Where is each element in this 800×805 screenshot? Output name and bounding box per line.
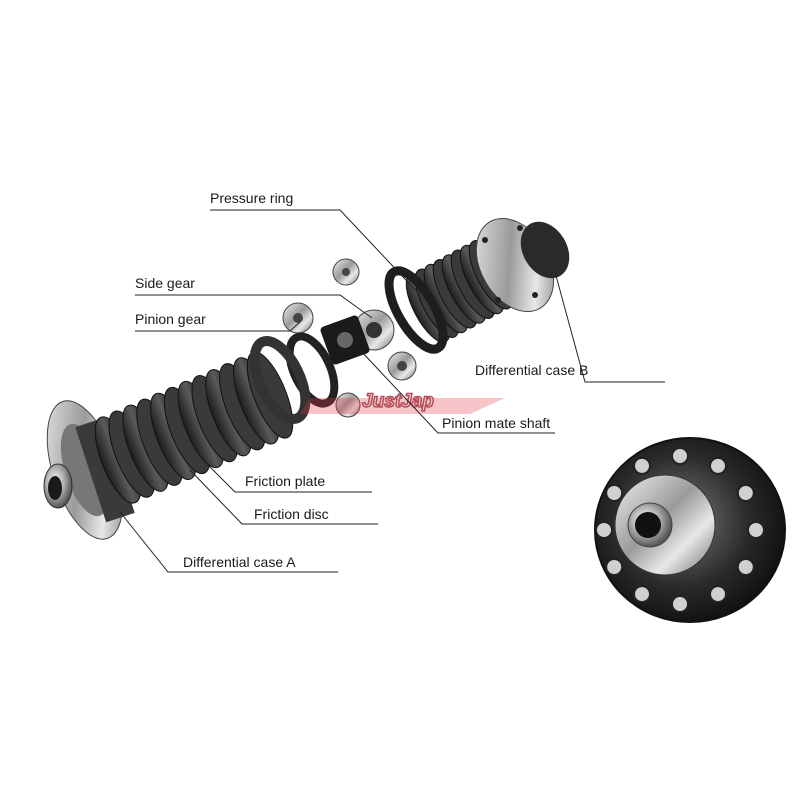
leader-side-gear bbox=[135, 294, 373, 319]
pressure-ring-part bbox=[384, 266, 448, 354]
watermark-logo: JustJap bbox=[300, 390, 505, 414]
label-differential-case-b: Differential case B bbox=[475, 362, 589, 378]
bolt-hole bbox=[595, 521, 613, 539]
pinion-mate-shaft-part bbox=[320, 315, 370, 365]
label-pinion-gear: Pinion gear bbox=[135, 311, 206, 327]
leader-pinion-gear bbox=[135, 321, 301, 332]
bolt-hole bbox=[633, 456, 651, 475]
leader-differential-case-a bbox=[119, 511, 338, 573]
label-pressure-ring: Pressure ring bbox=[210, 190, 294, 206]
label-side-gear: Side gear bbox=[135, 275, 195, 291]
differential-case-b-part bbox=[475, 217, 570, 313]
bolt-hole bbox=[736, 484, 755, 502]
label-pinion-mate-shaft: Pinion mate shaft bbox=[442, 415, 551, 431]
leader-differential-case-b bbox=[554, 271, 665, 383]
assembled-differential-part bbox=[594, 437, 786, 623]
pinion-gear-part bbox=[282, 258, 417, 418]
bolt-hole bbox=[633, 585, 651, 604]
bolt-hole bbox=[709, 585, 727, 604]
bolt-hole bbox=[736, 558, 755, 576]
leader-pressure-ring bbox=[210, 209, 421, 296]
leader-lines bbox=[119, 209, 665, 573]
bolt-hole bbox=[671, 447, 689, 465]
label-differential-case-a: Differential case A bbox=[183, 554, 296, 570]
friction-plate-stack-lower bbox=[94, 351, 294, 504]
bolt-hole bbox=[605, 558, 624, 576]
label-friction-disc: Friction disc bbox=[254, 506, 329, 522]
leader-friction-disc bbox=[189, 469, 378, 525]
bolt-hole bbox=[747, 521, 765, 539]
label-friction-plate: Friction plate bbox=[245, 473, 326, 489]
bolt-hole bbox=[671, 595, 689, 613]
center-ring-part bbox=[249, 332, 339, 424]
leader-friction-plate bbox=[204, 461, 372, 493]
bolt-hole bbox=[605, 484, 624, 502]
bolt-ring bbox=[595, 447, 765, 613]
watermark-text: JustJap bbox=[362, 391, 434, 412]
leader-pinion-mate-shaft bbox=[359, 349, 555, 434]
bolt-hole bbox=[709, 456, 727, 475]
